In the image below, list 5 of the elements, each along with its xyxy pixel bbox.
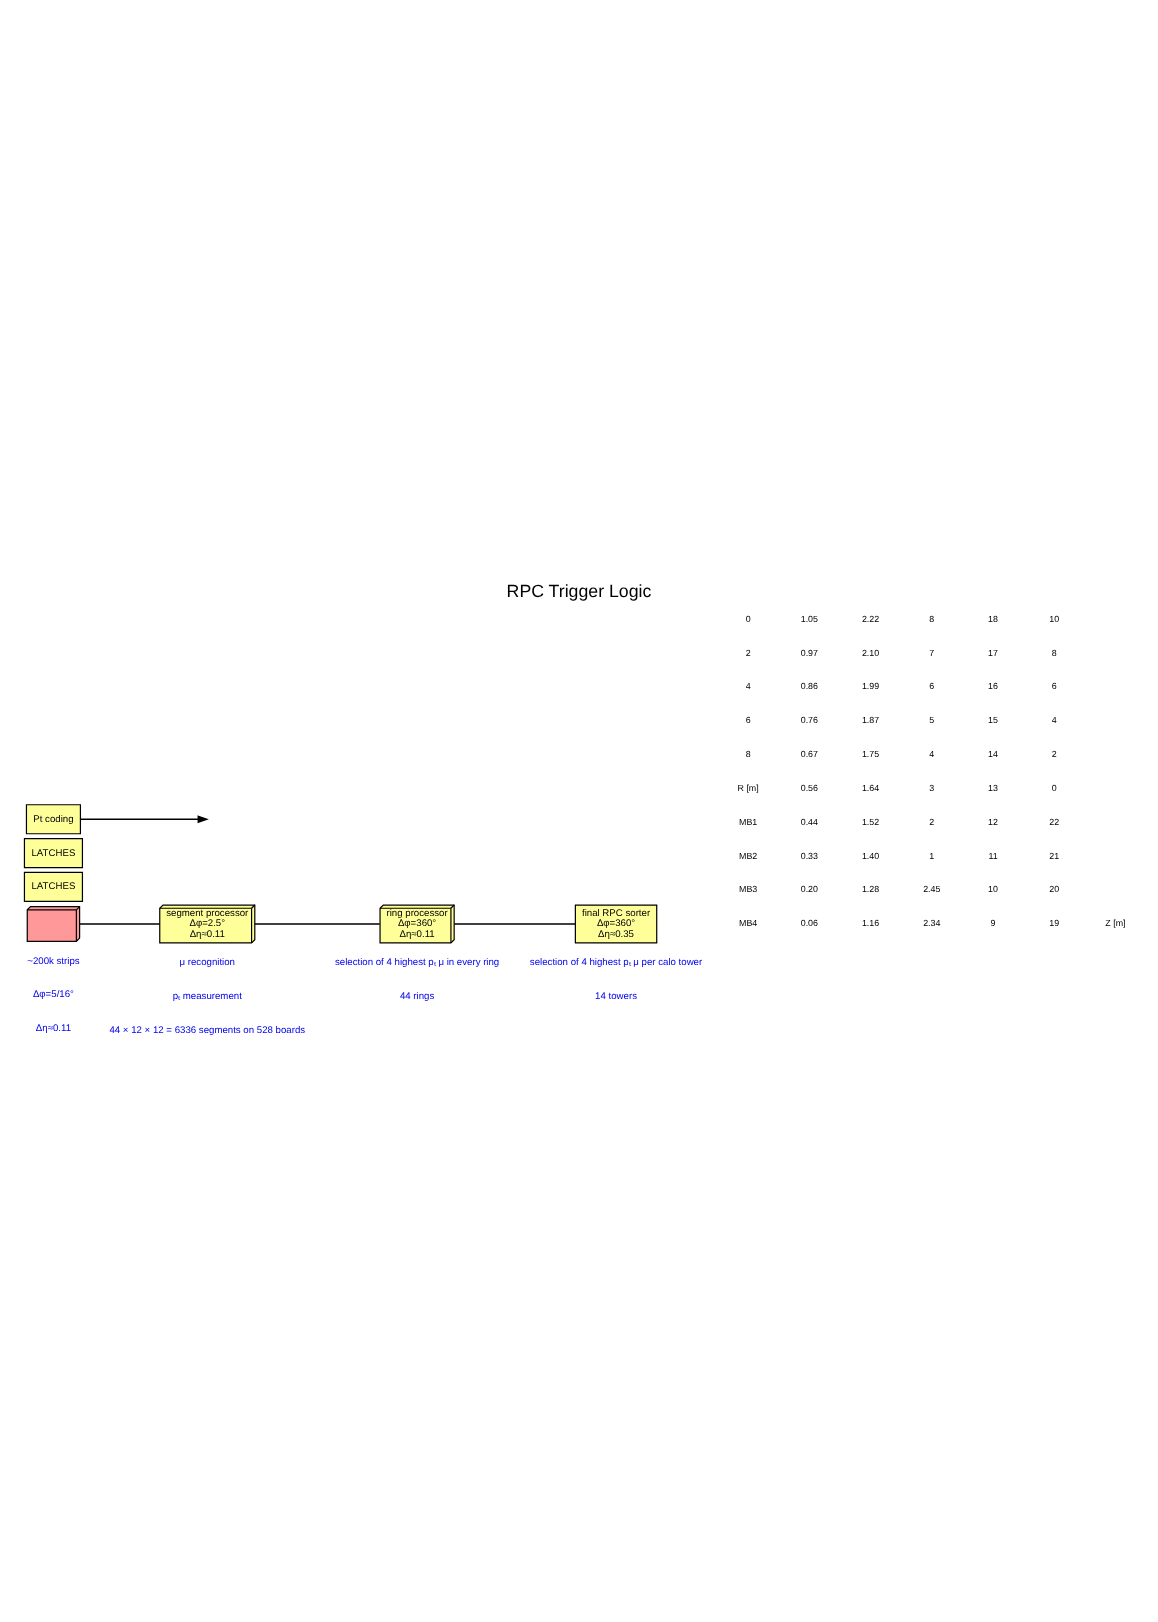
arrow: [79, 814, 209, 823]
connector: [254, 922, 381, 924]
connector: [78, 922, 161, 924]
diagram-title: RPC Trigger Logic: [506, 579, 652, 600]
connector: [453, 922, 577, 924]
